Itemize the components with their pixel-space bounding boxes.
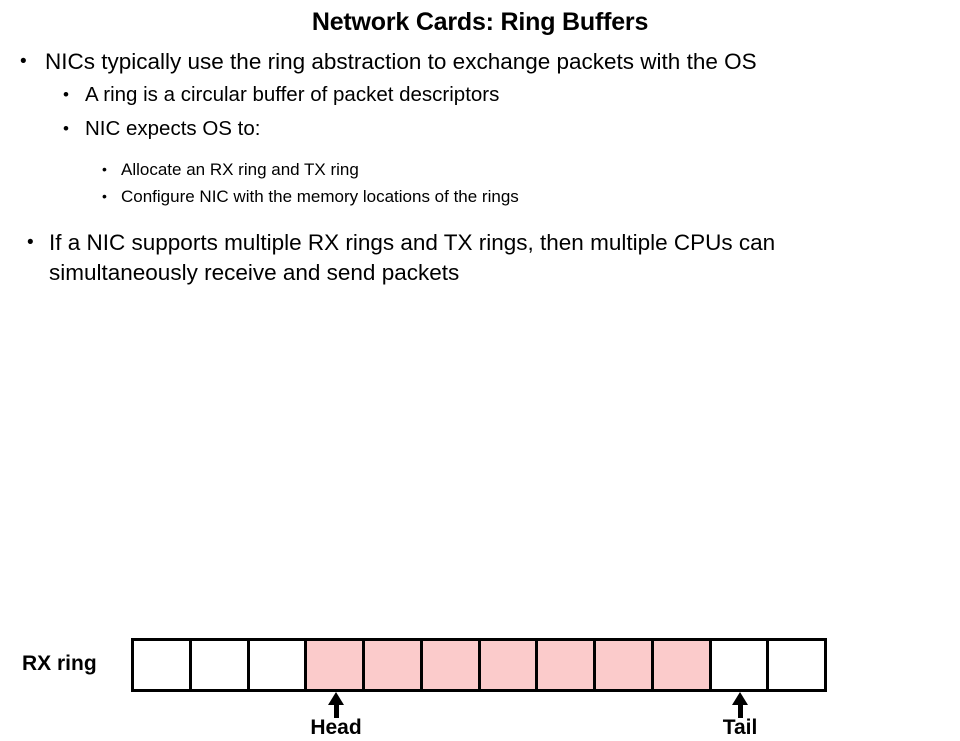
bullet-glyph-icon: • [102, 188, 107, 204]
bullet-level2-item: • A ring is a circular buffer of packet … [0, 78, 960, 112]
slide: Network Cards: Ring Buffers • NICs typic… [0, 8, 960, 739]
bullet-list: • NICs typically use the ring abstractio… [0, 45, 960, 288]
bullet-level3-item: • Configure NIC with the memory location… [0, 183, 960, 210]
bullet-level1-item: • If a NIC supports multiple RX rings an… [0, 228, 960, 288]
bullet-text: If a NIC supports multiple RX rings and … [49, 230, 782, 285]
bullet-text: A ring is a circular buffer of packet de… [85, 83, 500, 106]
page-title: Network Cards: Ring Buffers [311, 8, 649, 36]
bullet-text: NICs typically use the ring abstraction … [45, 49, 757, 74]
bullet-glyph-icon: • [27, 232, 34, 253]
bullet-level1-item: • NICs typically use the ring abstractio… [0, 45, 960, 78]
tail-pointer-label: Tail [722, 716, 758, 739]
ring-buffer-cell [538, 641, 596, 689]
ring-buffer-diagram: RX ring Head Tail [0, 318, 960, 739]
bullet-glyph-icon: • [63, 119, 69, 138]
ring-buffer-cell [365, 641, 423, 689]
ring-buffer-cell [134, 641, 192, 689]
ring-buffer-cell [769, 641, 824, 689]
bullet-text: NIC expects OS to: [85, 117, 261, 140]
bullet-text: Allocate an RX ring and TX ring [121, 160, 359, 179]
bullet-level3-item: • Allocate an RX ring and TX ring [0, 156, 960, 183]
ring-buffer-cell [422, 641, 481, 689]
ring-buffer-cell [480, 641, 539, 689]
ring-buffer-cell [711, 641, 770, 689]
bullet-glyph-icon: • [102, 161, 107, 177]
bullet-glyph-icon: • [20, 51, 27, 72]
ring-buffer-cell [307, 641, 365, 689]
ring-buffer-track [131, 638, 827, 692]
ring-buffer-cell [596, 641, 654, 689]
bullet-text: Configure NIC with the memory locations … [121, 187, 519, 206]
ring-buffer-cell [191, 641, 250, 689]
bullet-level2-item: • NIC expects OS to: [0, 112, 960, 146]
ring-buffer-cell [249, 641, 308, 689]
ring-buffer-cell [653, 641, 712, 689]
bullet-glyph-icon: • [63, 85, 69, 104]
head-pointer-label: Head [310, 716, 362, 739]
rx-ring-label: RX ring [22, 652, 97, 675]
